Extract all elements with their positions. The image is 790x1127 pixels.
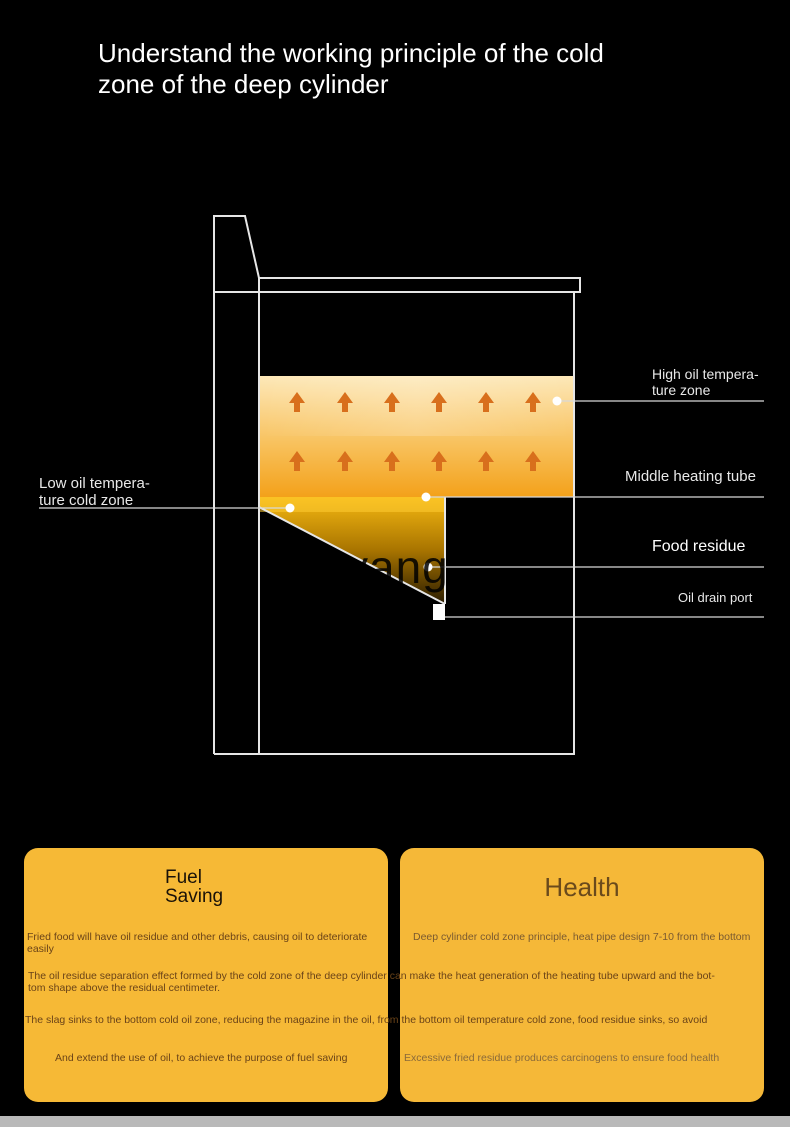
up-arrow-icon [337, 451, 353, 471]
health-card: Health Deep cylinder cold zone principle… [400, 848, 764, 1102]
label-middle-heating-tube: Middle heating tube [625, 468, 756, 485]
label-high-temperature-zone: High oil tempera- ture zone [652, 366, 759, 398]
up-arrow-icon [289, 392, 305, 412]
health-title: Health [544, 872, 620, 902]
fuel-saving-title: Fuel Saving [165, 868, 223, 906]
control-panel-outline [213, 215, 260, 754]
tank-outline [259, 292, 575, 755]
marker-dot [552, 396, 562, 406]
title-line-2: zone of the deep cylinder [98, 69, 389, 99]
cold-zone-edge-glow [259, 497, 445, 512]
marker-dot [285, 503, 295, 513]
label-oil-drain-port: Oil drain port [678, 590, 753, 605]
up-arrow-icon [431, 451, 447, 471]
cold-zone-wedge [259, 497, 445, 604]
up-arrow-icon [525, 392, 541, 412]
fryer-outline [213, 215, 581, 755]
text-line: tom shape above the residual centimeter. [28, 982, 221, 994]
label-food-residue: Food residue [652, 538, 746, 555]
heat-arrows [289, 392, 541, 471]
fuel-text-3: The slag sinks to the bottom cold oil zo… [25, 1014, 708, 1026]
up-arrow-icon [337, 392, 353, 412]
bottom-strip [0, 1116, 790, 1127]
top-lid [258, 277, 581, 293]
up-arrow-icon [525, 451, 541, 471]
watermark-text: yang [345, 541, 449, 593]
page-title: Understand the working principle of the … [98, 38, 698, 100]
marker-dot [423, 562, 433, 572]
health-text-2: Excessive fried residue produces carcino… [404, 1052, 720, 1064]
up-arrow-icon [478, 392, 494, 412]
up-arrow-icon [431, 392, 447, 412]
label-low-temperature-cold-zone: Low oil tempera- ture cold zone [39, 475, 150, 509]
fuel-text-1: Fried food will have oil residue and oth… [27, 931, 368, 955]
label-line: Low oil tempera- [39, 475, 150, 492]
marker-dots [285, 396, 562, 572]
label-line: ture zone [652, 382, 711, 398]
marker-dot [421, 492, 431, 502]
fuel-text-4: And extend the use of oil, to achieve th… [55, 1052, 348, 1064]
leader-lines [39, 400, 764, 618]
wedge-slope [258, 506, 446, 605]
title-line: Fuel [165, 867, 202, 888]
title-line-1: Understand the working principle of the … [98, 38, 604, 68]
up-arrow-icon [384, 392, 400, 412]
fuel-saving-card: Fuel Saving Fried food will have oil res… [24, 848, 715, 1102]
up-arrow-icon [478, 451, 494, 471]
oil-drain-port [433, 604, 445, 620]
hot-zone-glow [259, 376, 574, 436]
title-line: Saving [165, 886, 224, 907]
up-arrow-icon [289, 451, 305, 471]
label-line: High oil tempera- [652, 366, 759, 382]
label-line: ture cold zone [39, 492, 134, 509]
text-line: The oil residue separation effect formed… [28, 970, 715, 982]
up-arrow-icon [384, 451, 400, 471]
fuel-text-2: The oil residue separation effect formed… [28, 970, 748, 994]
health-text-1: Deep cylinder cold zone principle, heat … [413, 931, 751, 943]
